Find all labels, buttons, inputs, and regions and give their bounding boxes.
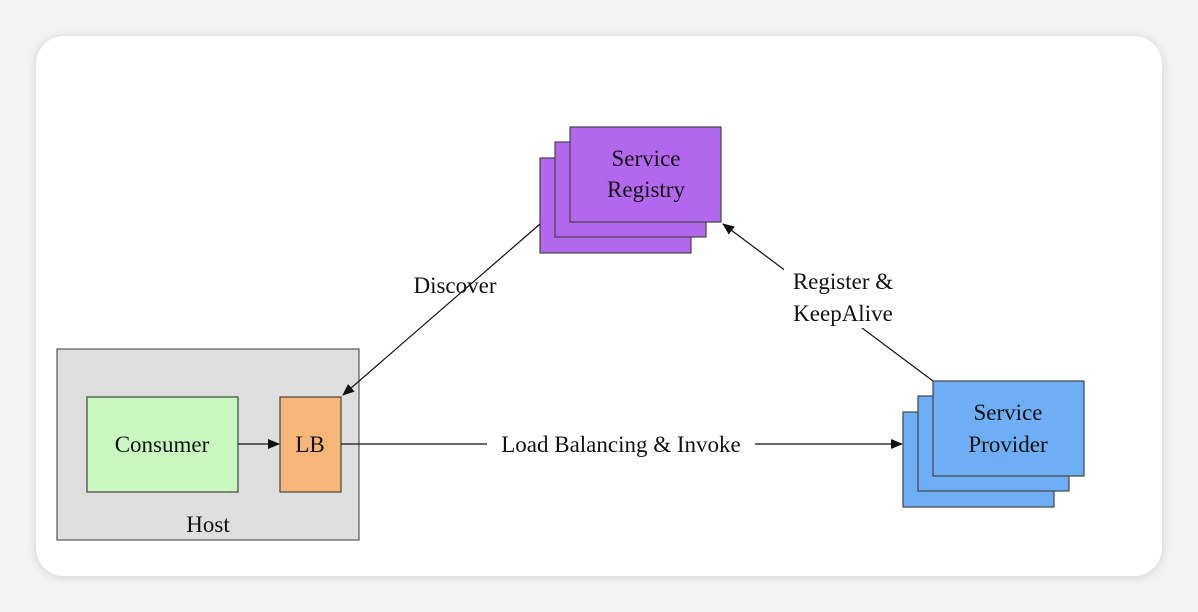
invoke-label: Load Balancing & Invoke	[501, 432, 741, 457]
registry-stack-front	[569, 126, 722, 223]
invoke-label-bg	[487, 431, 755, 457]
provider-stack-front	[932, 380, 1085, 477]
discover-arrow	[342, 223, 541, 396]
discover-label: Discover	[413, 273, 496, 298]
registry-label-line1: Service	[612, 146, 681, 171]
lb-label: LB	[295, 432, 324, 457]
provider-label-line1: Service	[974, 400, 1043, 425]
register-label-line1: Register &	[793, 269, 893, 294]
lb-node: LB	[279, 396, 342, 493]
host-label: Host	[186, 512, 230, 537]
consumer-node: Consumer	[86, 396, 239, 493]
registry-label-line2: Registry	[607, 177, 685, 202]
service-provider-node: Service Provider	[902, 380, 1085, 508]
register-label-line2: KeepAlive	[793, 301, 893, 326]
service-registry-node: Service Registry	[539, 126, 722, 254]
provider-label-line2: Provider	[968, 432, 1048, 457]
register-label-bg	[784, 266, 902, 328]
consumer-label: Consumer	[115, 432, 210, 457]
